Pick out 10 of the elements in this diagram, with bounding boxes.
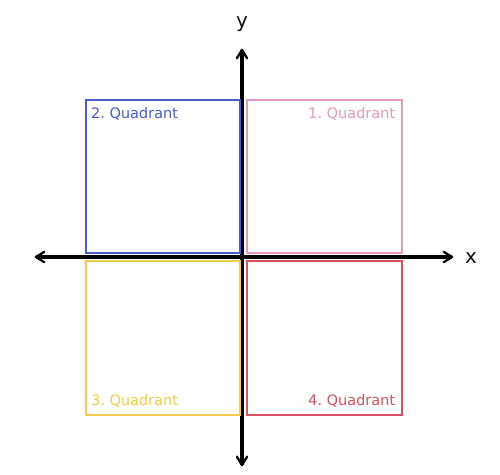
quadrant-label: 1. Quadrant: [308, 106, 395, 122]
quadrant-label: 3. Quadrant: [91, 393, 178, 409]
axis-label: y: [236, 8, 248, 32]
quadrant-label: 4. Quadrant: [308, 393, 395, 409]
quadrant-box: [85, 260, 241, 416]
quadrant-box: [246, 99, 403, 254]
quadrant-box: [85, 99, 241, 254]
axis-label: x: [465, 244, 477, 268]
quadrant-box: [246, 260, 403, 416]
quadrant-label: 2. Quadrant: [91, 106, 178, 122]
